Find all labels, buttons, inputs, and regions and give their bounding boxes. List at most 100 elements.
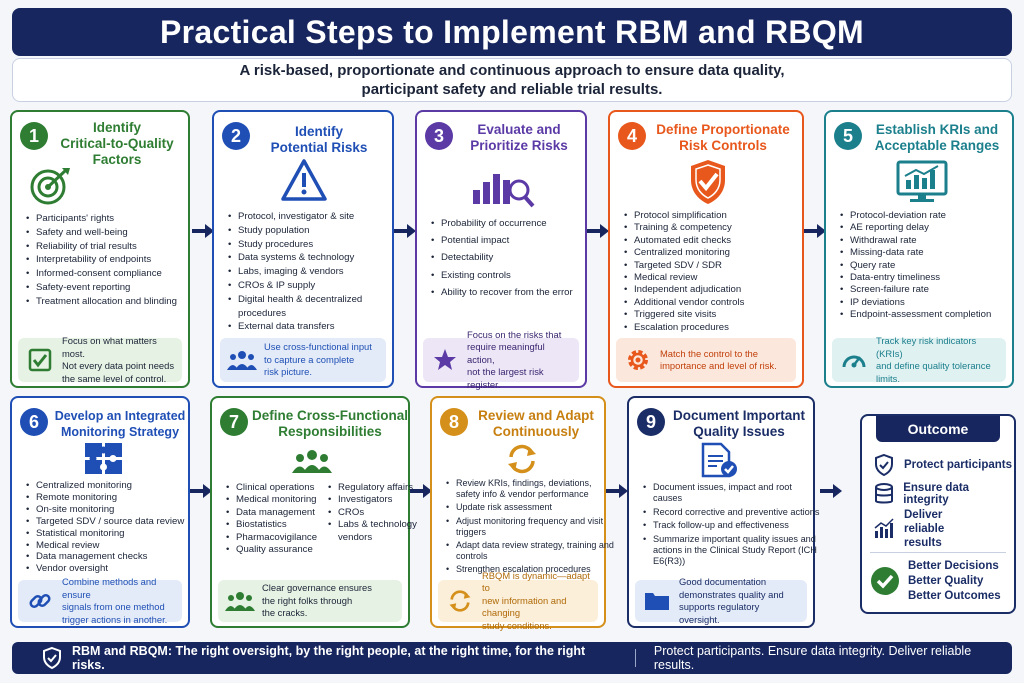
step-8-number: 8	[440, 408, 468, 436]
list-item: Data-entry timeliness	[840, 272, 1020, 285]
list-item: Triggered site visits	[624, 309, 810, 322]
list-item: Quality assurance	[226, 544, 332, 557]
chart-magnifier-icon	[473, 174, 535, 208]
step-6-number: 6	[20, 408, 48, 436]
list-item: Vendor oversight	[26, 563, 202, 575]
list-item: Missing-data rate	[840, 247, 1020, 260]
page-title: Practical Steps to Implement RBM and RBQ…	[160, 13, 864, 50]
step-3-number: 3	[425, 122, 453, 150]
step-5-note: Track key risk indicators (KRIs)and defi…	[832, 335, 1006, 384]
list-item: Endpoint-assessment completion	[840, 309, 1020, 322]
outcome-title: Outcome	[876, 416, 1000, 442]
list-item: Training & competency	[624, 222, 810, 235]
outcome-final: Better Decisions Better Quality Better O…	[870, 552, 1006, 609]
list-item: Probability of occurrence	[431, 216, 591, 231]
list-item: Data systems & technology	[228, 251, 402, 265]
outcome-item: Deliver reliable results	[872, 508, 974, 550]
list-item: Data management checks	[26, 551, 202, 563]
footer-main-text: RBM and RBQM: The right oversight, by th…	[72, 644, 586, 672]
step-5-list: Protocol-deviation rate AE reporting del…	[838, 210, 1020, 322]
footer-side-text: Protect participants. Ensure data integr…	[653, 644, 972, 672]
puzzle-icon	[85, 443, 122, 474]
list-item: Adjust monitoring frequency and visit tr…	[446, 516, 614, 538]
list-item: Study procedures	[228, 238, 402, 252]
check-circle-icon	[871, 567, 899, 595]
step-8-list: Review KRIs, findings, deviations, safet…	[444, 478, 614, 576]
step-7-list-left: Clinical operations Medical monitoring D…	[224, 482, 332, 557]
step-1-list: Participants' rights Safety and well-bei…	[24, 212, 202, 309]
team-icon	[292, 450, 332, 473]
list-item: Investigators	[328, 494, 420, 507]
star-icon	[434, 349, 456, 370]
step-1-number: 1	[20, 122, 48, 150]
arrow-right-icon	[192, 224, 214, 238]
list-item: Protocol-deviation rate	[840, 210, 1020, 223]
step-6-list: Centralized monitoring Remote monitoring…	[24, 480, 202, 575]
list-item: Medical monitoring	[226, 494, 332, 507]
arrow-right-icon	[587, 224, 609, 238]
list-item: Medical review	[26, 540, 202, 552]
cycle-icon	[508, 444, 536, 474]
list-item: Labs, imaging & vendors	[228, 265, 402, 279]
list-item: Independent adjudication	[624, 284, 810, 297]
arrow-right-icon	[410, 484, 432, 498]
list-item: Escalation procedures	[624, 322, 810, 335]
step-2-number: 2	[222, 122, 250, 150]
refresh-icon	[449, 590, 471, 612]
step-3-list: Probability of occurrence Potential impa…	[429, 216, 591, 300]
list-item: Detectability	[431, 250, 591, 265]
list-item: Centralized monitoring	[26, 480, 202, 492]
list-item: Document issues, impact and root causes	[643, 482, 821, 505]
step-7-list-right: Regulatory affairs Investigators CROs La…	[326, 482, 420, 544]
list-item: Safety-event reporting	[26, 281, 202, 295]
shield-check-icon	[43, 646, 61, 670]
list-item: Remote monitoring	[26, 492, 202, 504]
subtitle-line-1: A risk-based, proportionate and continuo…	[239, 62, 785, 79]
list-item: Screen-failure rate	[840, 284, 1020, 297]
gear-icon	[628, 350, 648, 370]
step-7-number: 7	[220, 408, 248, 436]
list-item: IP deviations	[840, 297, 1020, 310]
step-1-note: Focus on what matters most.Not every dat…	[18, 335, 182, 384]
list-item: Targeted SDV / SDR	[624, 260, 810, 273]
arrow-right-icon	[606, 484, 628, 498]
title-banner: Practical Steps to Implement RBM and RBQ…	[12, 8, 1012, 56]
list-item: Regulatory affairs	[328, 482, 420, 495]
list-item: Pharmacovigilance	[226, 532, 332, 545]
list-item: Medical review	[624, 272, 810, 285]
bar-chart-icon	[874, 518, 894, 538]
people-icon	[225, 592, 255, 611]
step-9-number: 9	[637, 408, 665, 436]
footer-divider	[634, 649, 636, 667]
list-item: Centralized monitoring	[624, 247, 810, 260]
people-icon	[227, 351, 257, 370]
step-4-list: Protocol simplification Training & compe…	[622, 210, 810, 334]
list-item: Interpretability of endpoints	[26, 253, 202, 267]
list-item: Query rate	[840, 260, 1020, 273]
outcome-item: Ensure data integrity	[872, 482, 1014, 506]
step-4-number: 4	[618, 122, 646, 150]
list-item: AE reporting delay	[840, 222, 1020, 235]
list-item: Statistical monitoring	[26, 528, 202, 540]
final-line: Better Decisions	[908, 559, 999, 572]
list-item: Biostatistics	[226, 519, 332, 532]
document-check-icon	[701, 442, 737, 478]
list-item: Automated edit checks	[624, 235, 810, 248]
list-item: On-site monitoring	[26, 504, 202, 516]
list-item: Informed-consent compliance	[26, 267, 202, 281]
list-item: Participants' rights	[26, 212, 202, 226]
step-2-list: Protocol, investigator & site Study popu…	[226, 210, 402, 334]
folder-icon	[645, 593, 669, 610]
